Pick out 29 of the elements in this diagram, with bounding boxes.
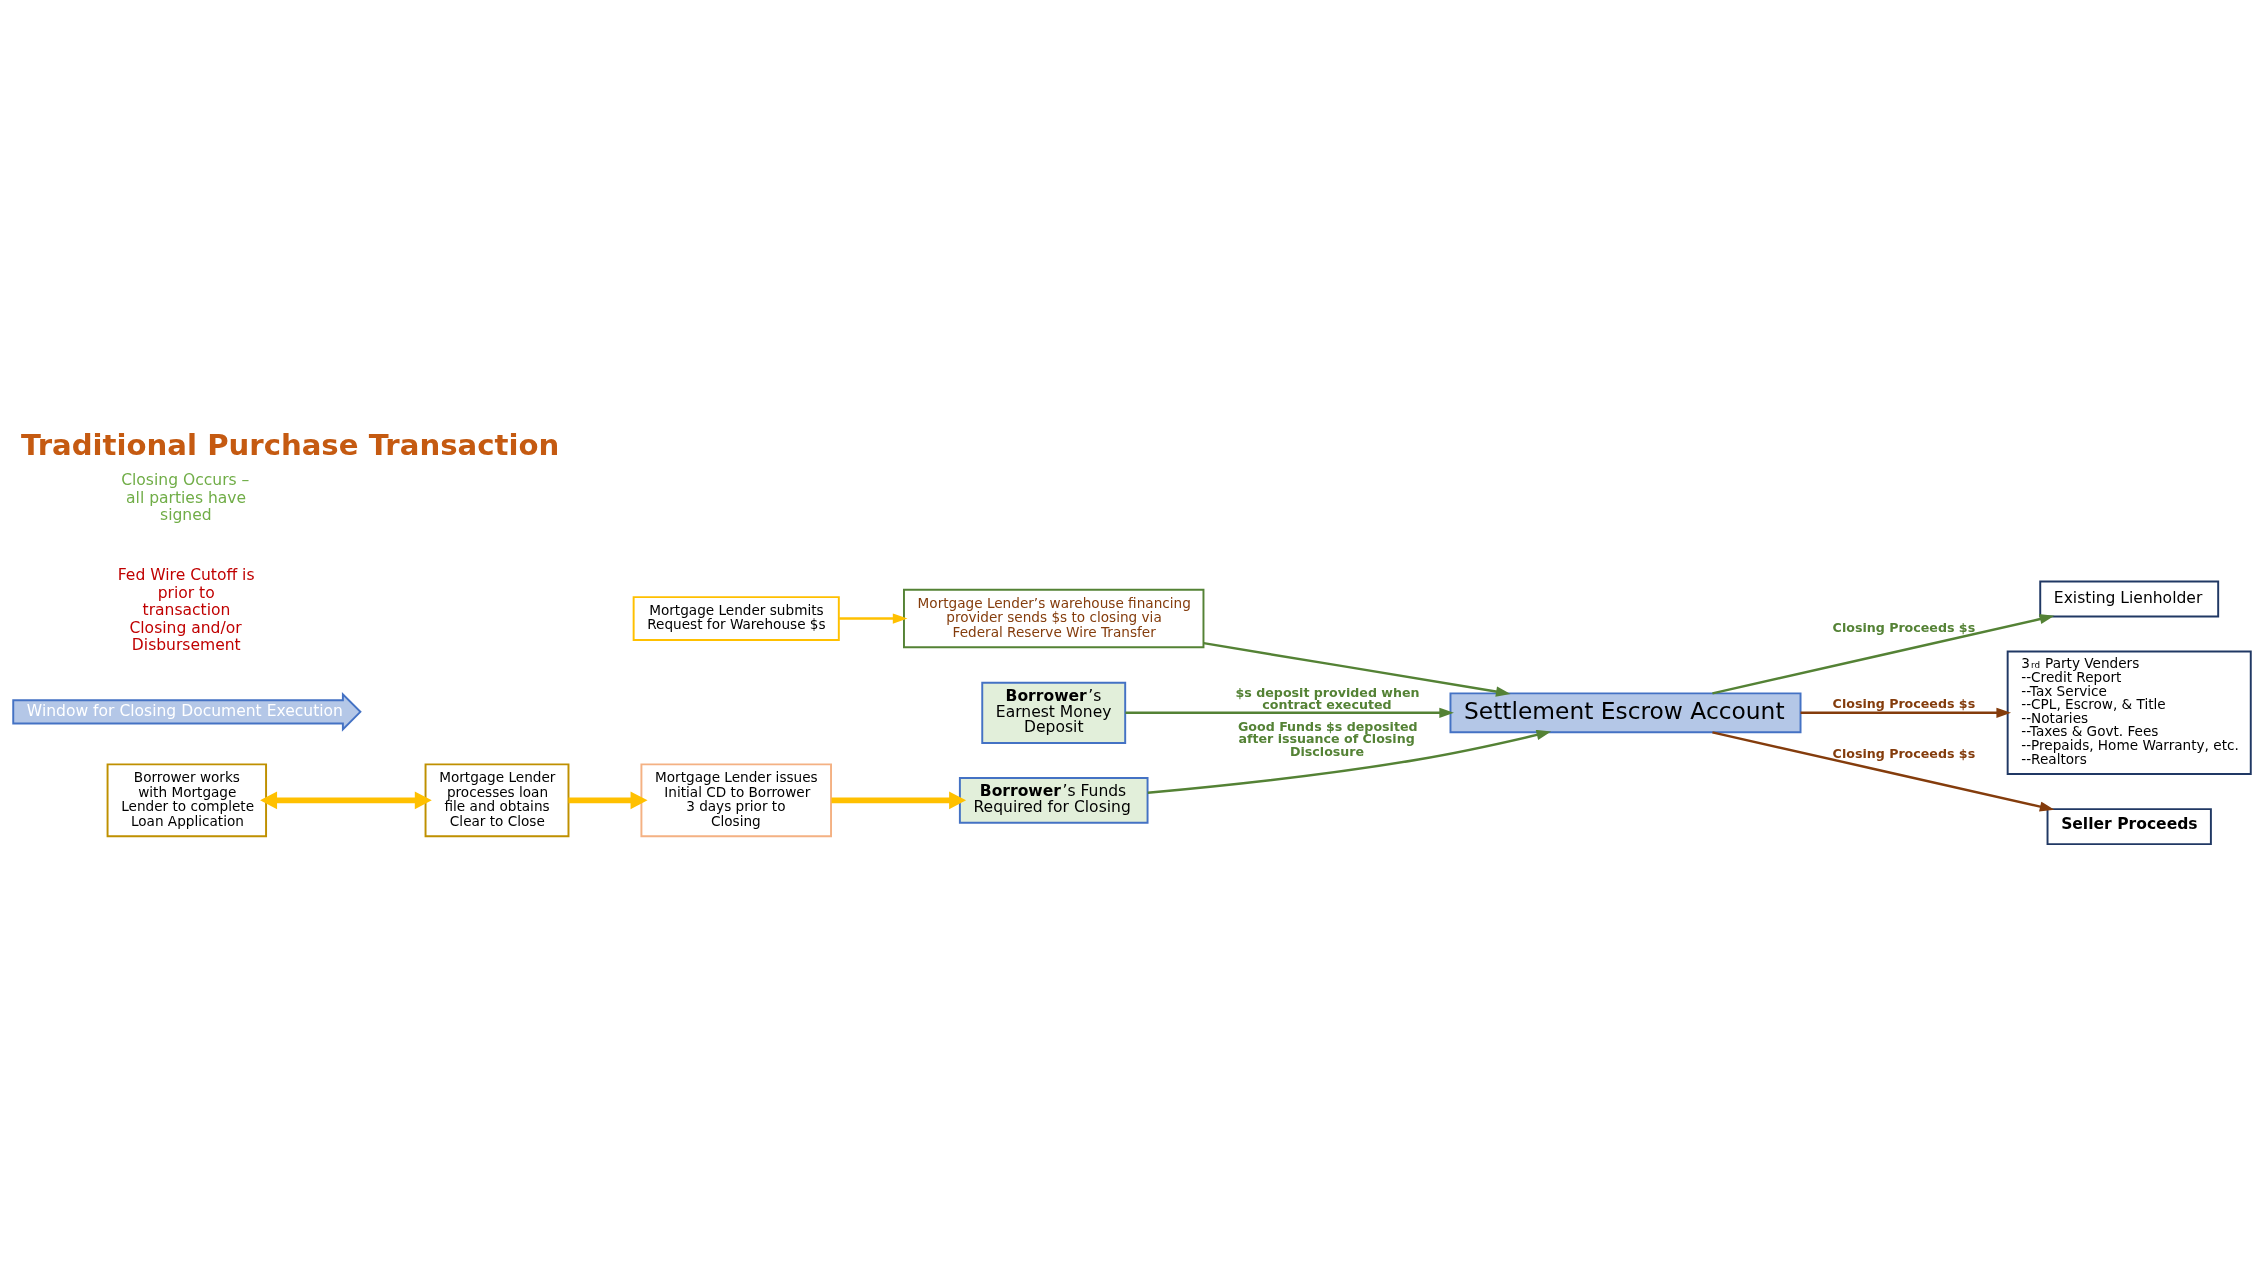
node-box: Borrower’s Earnest Money Deposit — [981, 681, 1127, 744]
arrow — [260, 791, 432, 810]
node-box: Settlement Escrow Account — [1449, 692, 1802, 734]
arrow — [1800, 707, 2012, 718]
edge-label: Good Funds $s deposited after issuance of Closing Disclosure — [1237, 718, 1418, 760]
node-box: 3rd Party Venders --Credit Report --Tax Service --CPL, Escrow, & Title --Notaries --Taxes & Govt. Fees --Prepaids, Home Warranty, etc. --Realtors — [2006, 650, 2252, 776]
node-box: Borrower’s Funds Required for Closing — [958, 777, 1149, 824]
arrow — [1712, 731, 2055, 812]
arrow — [1147, 729, 1552, 794]
label: Closing Occurs – all parties have signed — [121, 471, 250, 525]
edge-label: Closing Proceeds $s — [1832, 619, 1976, 635]
arrow — [831, 791, 967, 810]
arrow — [839, 613, 908, 624]
arrow — [1125, 707, 1454, 718]
edge-label: Closing Proceeds $s — [1832, 696, 1976, 712]
arrow — [568, 791, 648, 810]
node-box: Mortgage Lender processes loan file and obtains Clear to Close — [424, 763, 570, 838]
node-box: Mortgage Lender’s warehouse financing provider sends $s to closing via Federal Reserve Wire Transfer — [903, 588, 1205, 649]
node-box: Existing Lienholder — [2039, 580, 2220, 618]
label: Fed Wire Cutoff is prior to transaction Closing and/or Disbursement — [117, 566, 255, 655]
node-box: Mortgage Lender issues Initial CD to Borrower 3 days prior to Closing — [640, 763, 832, 838]
edge-label: Closing Proceeds $s — [1832, 745, 1976, 761]
node-box: Seller Proceeds — [2046, 808, 2212, 846]
arrow — [1712, 614, 2055, 695]
edge-label: $s deposit provided when contract executed — [1235, 684, 1420, 713]
node-box: Borrower works with Mortgage Lender to complete Loan Application — [106, 763, 268, 838]
arrow — [1203, 641, 1511, 697]
diagram-title: Traditional Purchase Transaction — [21, 428, 560, 463]
node-box: Mortgage Lender submits Request for Warehouse $s — [632, 596, 840, 641]
